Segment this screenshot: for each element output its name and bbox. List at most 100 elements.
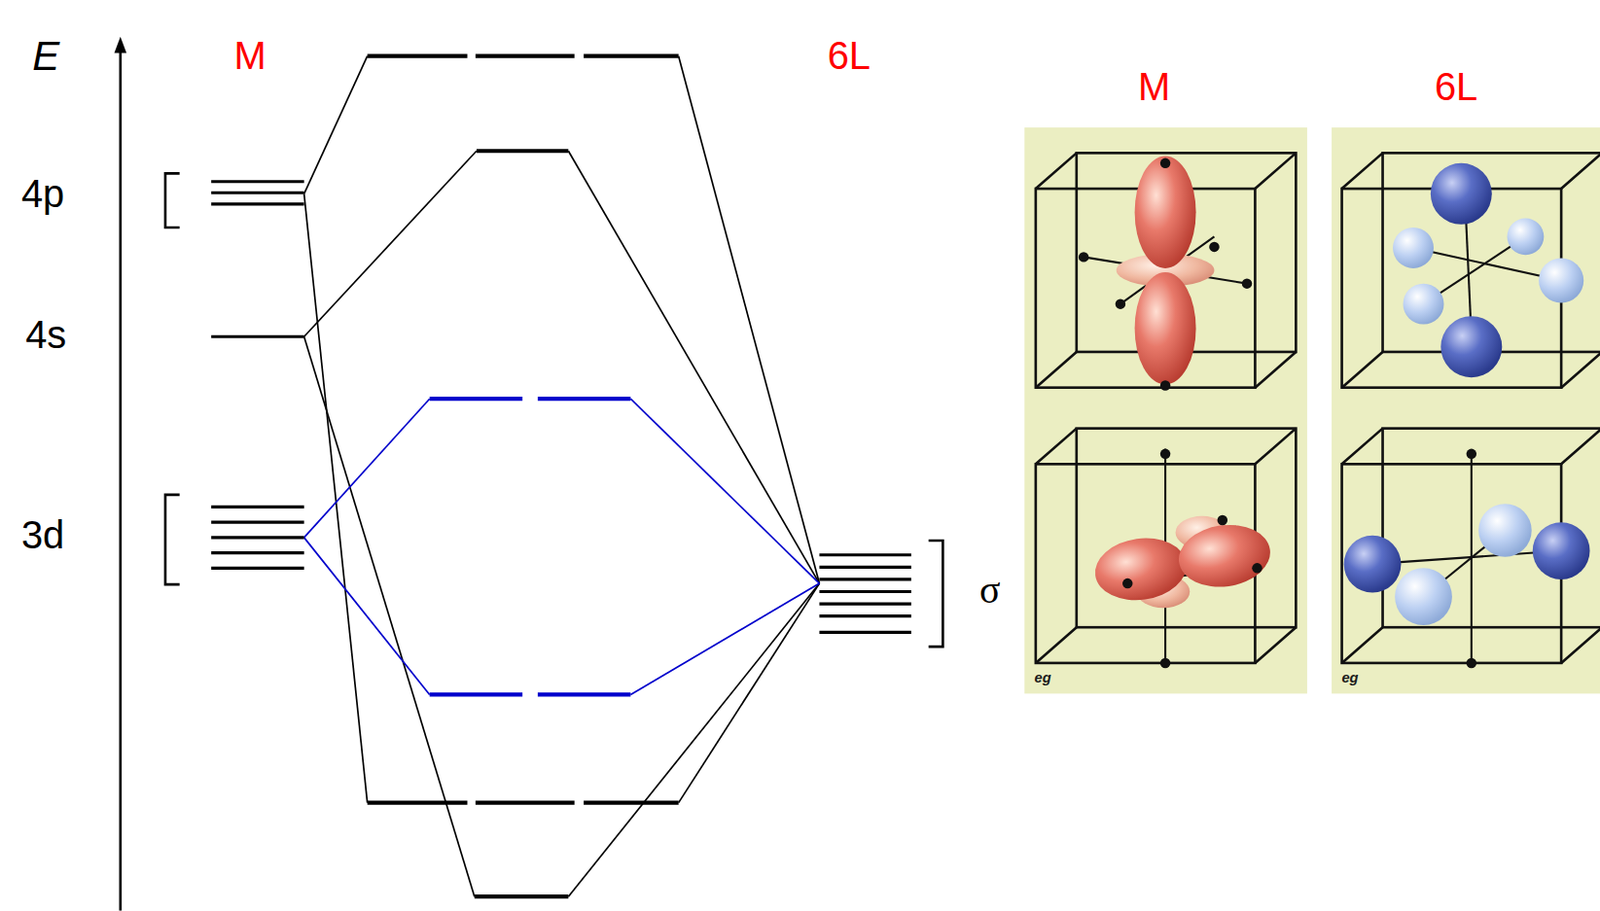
cube-frame <box>1035 152 1297 388</box>
label-text: 6L <box>827 36 871 76</box>
drawing-part <box>1160 449 1171 460</box>
drawing-part <box>818 614 911 618</box>
panel-ground <box>1331 127 1600 694</box>
drawing-part <box>1174 519 1275 593</box>
drawing-part <box>568 583 819 897</box>
drawing-part <box>367 54 468 59</box>
label-text: 3d <box>21 516 65 556</box>
drawing-part <box>630 583 819 695</box>
drawing-part <box>1466 449 1477 670</box>
drawing-part <box>1392 227 1434 269</box>
drawing-part <box>475 801 575 806</box>
drawing-part <box>818 577 911 581</box>
drawing-part <box>1394 568 1453 626</box>
label-text: eg <box>1341 670 1358 685</box>
drawing-part <box>818 631 911 635</box>
label-text: 4p <box>21 174 65 214</box>
drawing-part <box>211 202 304 206</box>
label-text: 4s <box>25 315 67 355</box>
drawing-part <box>211 505 304 509</box>
drawing-part <box>474 894 569 899</box>
ligand-orbitals <box>1392 163 1584 378</box>
drawing-part <box>211 535 304 539</box>
drawing-part <box>1115 298 1126 309</box>
drawing-part <box>476 148 569 153</box>
energy-axis <box>114 36 128 911</box>
drawing-part <box>583 54 679 59</box>
cube-frame <box>1342 152 1600 388</box>
dz2-orbital <box>1078 156 1252 392</box>
drawing-part <box>1372 454 1562 664</box>
drawing-part <box>1466 449 1477 460</box>
drawing-part <box>1091 533 1191 606</box>
drawing-part <box>928 540 944 647</box>
drawing-part <box>1122 578 1133 589</box>
mo-level <box>367 56 679 897</box>
label-text: σ <box>979 569 1000 609</box>
drawing-part <box>1078 251 1089 262</box>
drawing-part <box>304 193 368 803</box>
drawing-part <box>475 54 575 59</box>
drawing-part <box>429 396 523 401</box>
drawing-part <box>304 398 430 538</box>
drawing-part <box>1403 284 1445 325</box>
drawing-part <box>818 553 911 557</box>
drawing-part <box>304 56 368 195</box>
drawing-part <box>367 801 468 806</box>
drawing-part <box>1217 515 1228 526</box>
label-text: E <box>32 35 60 77</box>
drawing-part <box>537 396 631 401</box>
drawing-part <box>304 150 477 337</box>
bracket <box>165 173 943 647</box>
drawing-part <box>568 150 819 584</box>
drawing-part <box>211 551 304 555</box>
drawing-part <box>304 336 475 897</box>
drawing-part <box>118 48 122 911</box>
drawing-part <box>211 191 304 195</box>
drawing-part <box>1122 449 1263 670</box>
drawing-part <box>165 173 180 228</box>
drawing-part <box>1078 158 1252 392</box>
label-text: M <box>1137 67 1171 107</box>
drawing-part <box>1160 158 1171 169</box>
correlation-lines <box>304 56 820 897</box>
drawing-part <box>429 692 523 697</box>
cube-frame <box>1342 428 1600 664</box>
cube-frame <box>1035 428 1297 664</box>
drawing-part <box>211 521 304 525</box>
drawing-part <box>304 537 430 696</box>
energy-level <box>211 181 912 634</box>
drawing-part <box>1135 156 1197 269</box>
drawing-part <box>211 179 304 183</box>
drawing-part <box>1507 218 1545 256</box>
drawing-part <box>678 56 820 584</box>
panel-ground <box>1024 127 1308 694</box>
drawing-part <box>1251 563 1262 573</box>
drawing-part <box>1135 272 1197 385</box>
dx2y2-orbital <box>1091 449 1275 670</box>
drawing-part <box>1532 522 1591 580</box>
drawing-part <box>1466 658 1477 669</box>
drawing-part <box>1413 248 1562 282</box>
drawing-part <box>818 590 911 594</box>
drawing-part <box>583 801 679 806</box>
drawing-part <box>1160 380 1171 391</box>
drawing-part <box>818 602 911 605</box>
drawing-part <box>630 398 819 584</box>
eg-mo-level <box>429 398 632 695</box>
drawing-part <box>114 36 128 54</box>
drawing-part <box>165 495 180 585</box>
eg-correlation-lines <box>304 398 820 695</box>
drawing-part <box>1208 242 1219 252</box>
drawing-part <box>1538 257 1584 303</box>
drawing-part <box>537 692 631 697</box>
ligand-orbitals <box>1344 449 1591 670</box>
drawing-part <box>678 583 820 804</box>
drawing-part <box>818 566 911 569</box>
drawing-part <box>1440 316 1502 378</box>
drawing-part <box>1344 535 1402 594</box>
label-text: 6L <box>1434 67 1478 107</box>
label-text: eg <box>1034 670 1052 685</box>
drawing-part <box>1160 658 1171 669</box>
drawing-part <box>1430 163 1493 225</box>
